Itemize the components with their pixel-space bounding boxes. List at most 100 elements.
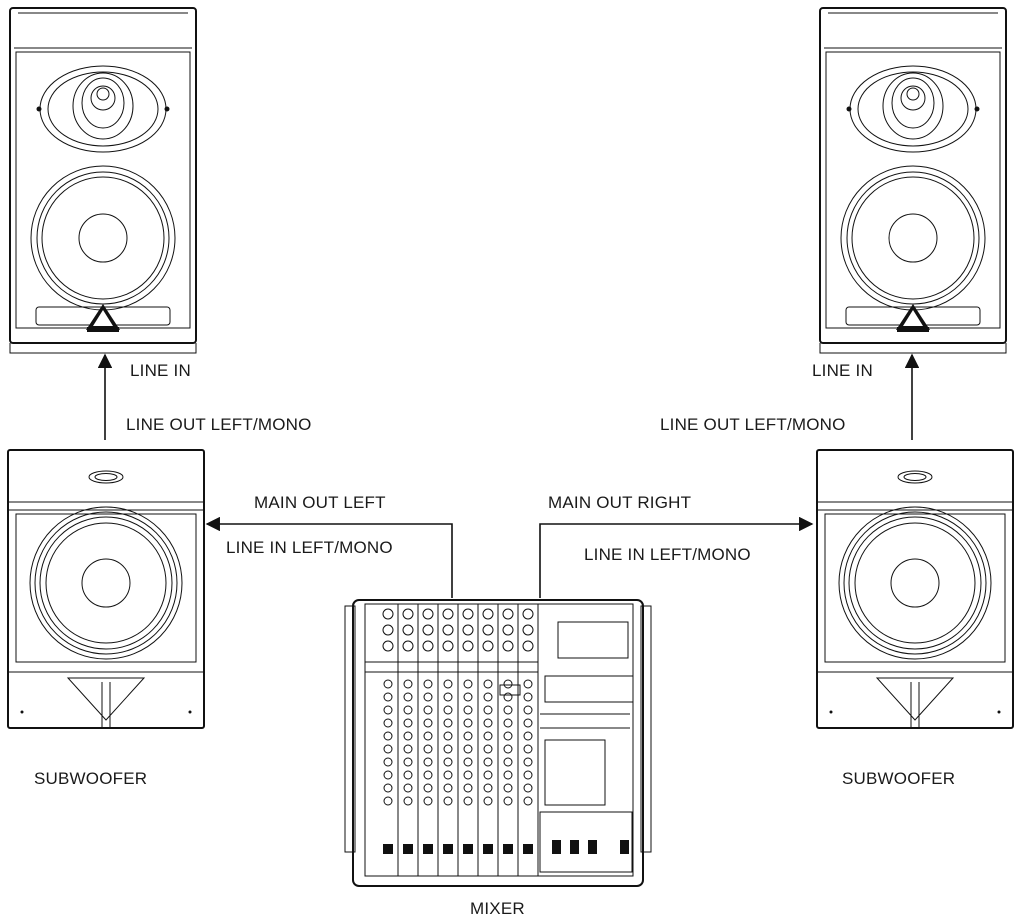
mixer-knob <box>503 692 513 702</box>
mixer-master-fader-cap <box>570 840 579 854</box>
mixer-fader-cap <box>463 844 473 854</box>
cable-main-out-left <box>205 516 453 598</box>
mixer-device <box>344 599 652 887</box>
mixer-knob <box>523 679 533 689</box>
mixer-knob <box>503 731 513 741</box>
mixer-knob <box>383 718 393 728</box>
mixer-knob <box>383 692 393 702</box>
mixer-knob <box>503 770 513 780</box>
mixer-jack <box>422 608 434 620</box>
mixer-knob <box>423 796 433 806</box>
mixer-knob <box>403 770 413 780</box>
mixer-knob <box>443 783 453 793</box>
mixer-knob <box>403 705 413 715</box>
mixer-fader-cap <box>503 844 513 854</box>
mixer-knob <box>443 718 453 728</box>
mixer-knob <box>383 757 393 767</box>
mixer-knob <box>503 718 513 728</box>
mixer-knob <box>483 731 493 741</box>
mixer-knob <box>423 770 433 780</box>
mixer-knob <box>383 796 393 806</box>
mixer-knob <box>403 731 413 741</box>
mixer-master-fader-cap <box>588 840 597 854</box>
mixer-knob <box>523 783 533 793</box>
mixer-knob <box>463 770 473 780</box>
mixer-jack <box>482 640 494 652</box>
mixer-knob <box>483 783 493 793</box>
mixer-knob <box>423 731 433 741</box>
mixer-knob <box>483 744 493 754</box>
mixer-knob <box>443 757 453 767</box>
mixer-jack <box>422 624 434 636</box>
cable-main-out-right <box>539 516 814 598</box>
mixer-jack <box>482 608 494 620</box>
mixer-knob <box>423 744 433 754</box>
mixer-fader-cap <box>483 844 493 854</box>
mixer-knob <box>463 796 473 806</box>
label-main-out-right: MAIN OUT RIGHT <box>548 493 691 512</box>
mixer-knob <box>423 757 433 767</box>
mixer-knob <box>503 679 513 689</box>
mixer-jack <box>462 624 474 636</box>
mixer-jack <box>502 640 514 652</box>
mixer-knob <box>463 705 473 715</box>
mixer-jack <box>462 640 474 652</box>
mixer-jack <box>422 640 434 652</box>
mixer-knob <box>463 757 473 767</box>
mixer-jack <box>502 608 514 620</box>
label-subwoofer-left: SUBWOOFER <box>34 769 147 788</box>
mixer-knob <box>403 796 413 806</box>
label-line-in-left: LINE IN <box>130 361 191 380</box>
mixer-jack <box>522 640 534 652</box>
mixer-knob <box>503 705 513 715</box>
mixer-knob <box>423 692 433 702</box>
label-line-out-left-mono-left: LINE OUT LEFT/MONO <box>126 415 312 434</box>
mixer-knob <box>503 783 513 793</box>
mixer-jack <box>462 608 474 620</box>
mixer-knob <box>403 679 413 689</box>
mixer-knob <box>463 692 473 702</box>
mixer-knob <box>443 796 453 806</box>
label-main-out-left: MAIN OUT LEFT <box>254 493 386 512</box>
label-subwoofer-right: SUBWOOFER <box>842 769 955 788</box>
mixer-jack <box>502 624 514 636</box>
label-line-in-left-mono-left: LINE IN LEFT/MONO <box>226 538 393 557</box>
mixer-fader-cap <box>383 844 393 854</box>
mixer-knob <box>483 796 493 806</box>
mixer-knob <box>463 744 473 754</box>
mixer-knob <box>483 718 493 728</box>
mixer-knob <box>483 705 493 715</box>
mixer-jack <box>402 640 414 652</box>
mixer-knob <box>403 692 413 702</box>
mixer-knob <box>463 679 473 689</box>
label-line-out-left-mono-right: LINE OUT LEFT/MONO <box>660 415 846 434</box>
mixer-knob <box>523 731 533 741</box>
mixer-knob <box>523 692 533 702</box>
mixer-knob <box>443 679 453 689</box>
mixer-knob <box>503 796 513 806</box>
mixer-knob <box>503 744 513 754</box>
mixer-knob <box>523 744 533 754</box>
mixer-knob <box>383 679 393 689</box>
mixer-knob <box>503 757 513 767</box>
mixer-knob <box>443 692 453 702</box>
subwoofer-right <box>816 449 1014 729</box>
mixer-fader-cap <box>423 844 433 854</box>
mixer-knob <box>403 718 413 728</box>
mixer-jack <box>382 640 394 652</box>
mixer-knob <box>443 744 453 754</box>
mixer-knob <box>523 705 533 715</box>
mixer-knob <box>403 783 413 793</box>
mixer-knob <box>423 783 433 793</box>
mixer-knob <box>523 796 533 806</box>
label-mixer: MIXER <box>470 899 525 918</box>
mixer-knob <box>463 718 473 728</box>
mixer-jack <box>382 608 394 620</box>
mixer-knob <box>423 705 433 715</box>
mixer-fader-cap <box>523 844 533 854</box>
mixer-knob <box>383 744 393 754</box>
mixer-jack <box>442 640 454 652</box>
mixer-knob <box>483 679 493 689</box>
mixer-knob <box>463 783 473 793</box>
